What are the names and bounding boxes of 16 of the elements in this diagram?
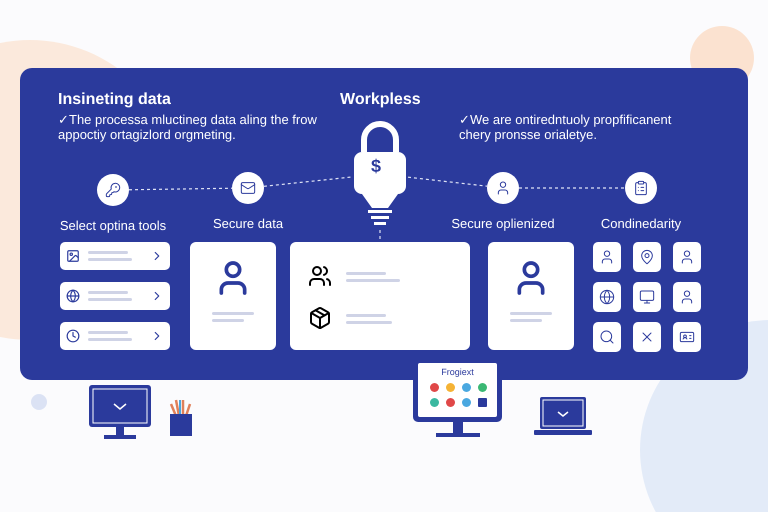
dashed-connector [264, 176, 352, 187]
section-text: ✓We are ontiredntuoly propfificanent chery pronsse orialetye. [459, 112, 672, 142]
content-card [290, 242, 470, 350]
dashed-connector [379, 230, 381, 242]
screen-title: Frogiext [440, 367, 475, 377]
dashed-connector [128, 188, 232, 190]
icon-caption: Select optina tools [60, 218, 166, 233]
dollar-sign: $ [371, 156, 382, 177]
section-heading: Insineting data [58, 91, 171, 109]
section-heading: Workpless [340, 91, 421, 109]
icon-caption: Secure data [212, 216, 284, 231]
icon-caption: Secure oplienized [451, 216, 555, 231]
section-text: ✓The processa mluctineg data aling the frow appoctiy ortagizlord orgmeting. [58, 112, 318, 142]
icon-caption: Condinedarity [600, 216, 682, 231]
dashed-connector [519, 187, 625, 189]
dashed-connector [408, 176, 488, 187]
